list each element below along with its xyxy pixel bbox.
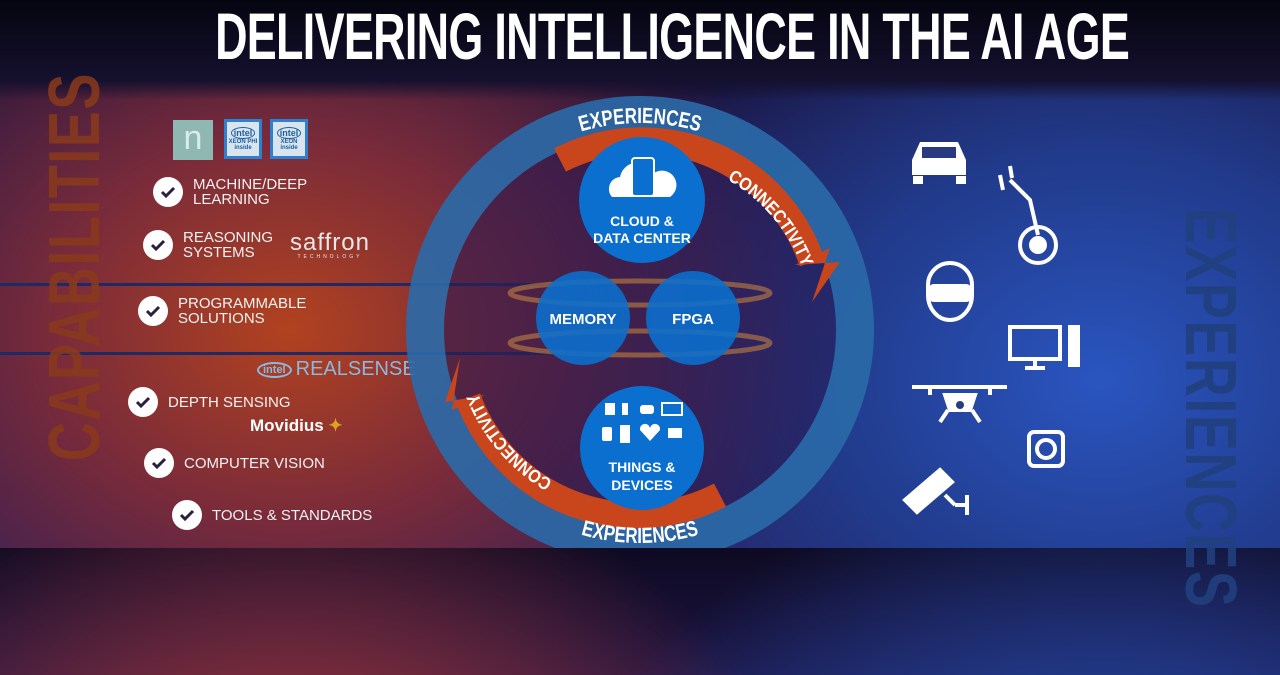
connectivity-arrow-left	[455, 393, 727, 529]
nervana-logo: n	[173, 120, 213, 160]
cloud-data-center-node	[579, 137, 705, 263]
arrow-head	[795, 248, 840, 302]
divider	[0, 283, 560, 286]
arrow-head	[445, 358, 485, 410]
camera-icon	[1027, 430, 1065, 468]
capability-tools-standards: TOOLS & STANDARDS	[172, 500, 372, 530]
check-icon	[138, 296, 168, 326]
check-icon	[172, 500, 202, 530]
intelligence-cycle-diagram: CONNECTIVITY CONNECTIVITY CLOUD & DATA C…	[406, 96, 1080, 548]
robot-arm-icon	[998, 165, 1058, 265]
connectivity-arrow-right	[554, 127, 825, 267]
phone-icon	[631, 157, 655, 197]
check-icon	[128, 387, 158, 417]
drone-icon	[912, 385, 1007, 424]
security-camera-icon	[902, 467, 969, 515]
check-icon	[144, 448, 174, 478]
things-label-line2: DEVICES	[611, 477, 672, 493]
fpga-node	[646, 271, 740, 365]
check-icon	[143, 230, 173, 260]
fpga-label: FPGA	[672, 311, 714, 328]
cloud-label-line1: CLOUD &	[610, 213, 674, 229]
check-icon	[153, 177, 183, 207]
vr-headset-icon	[926, 261, 974, 322]
car-icon	[912, 142, 966, 184]
capability-depth-sensing: DEPTH SENSING	[128, 387, 291, 417]
experiences-ring	[406, 96, 874, 548]
divider	[0, 352, 560, 355]
memory-label: MEMORY	[550, 311, 617, 328]
desktop-computer-icon	[1008, 325, 1080, 370]
device-icons	[602, 402, 683, 443]
things-label-line1: THINGS &	[609, 459, 676, 475]
movidius-logo: Movidius ✦	[250, 416, 343, 435]
page-title: DELIVERING INTELLIGENCE IN THE AI AGE	[0, 0, 1280, 100]
things-devices-node	[580, 386, 704, 510]
cloud-label-line2: DATA CENTER	[593, 230, 691, 246]
capability-computer-vision: COMPUTER VISION	[144, 448, 325, 478]
memory-node	[536, 271, 630, 365]
